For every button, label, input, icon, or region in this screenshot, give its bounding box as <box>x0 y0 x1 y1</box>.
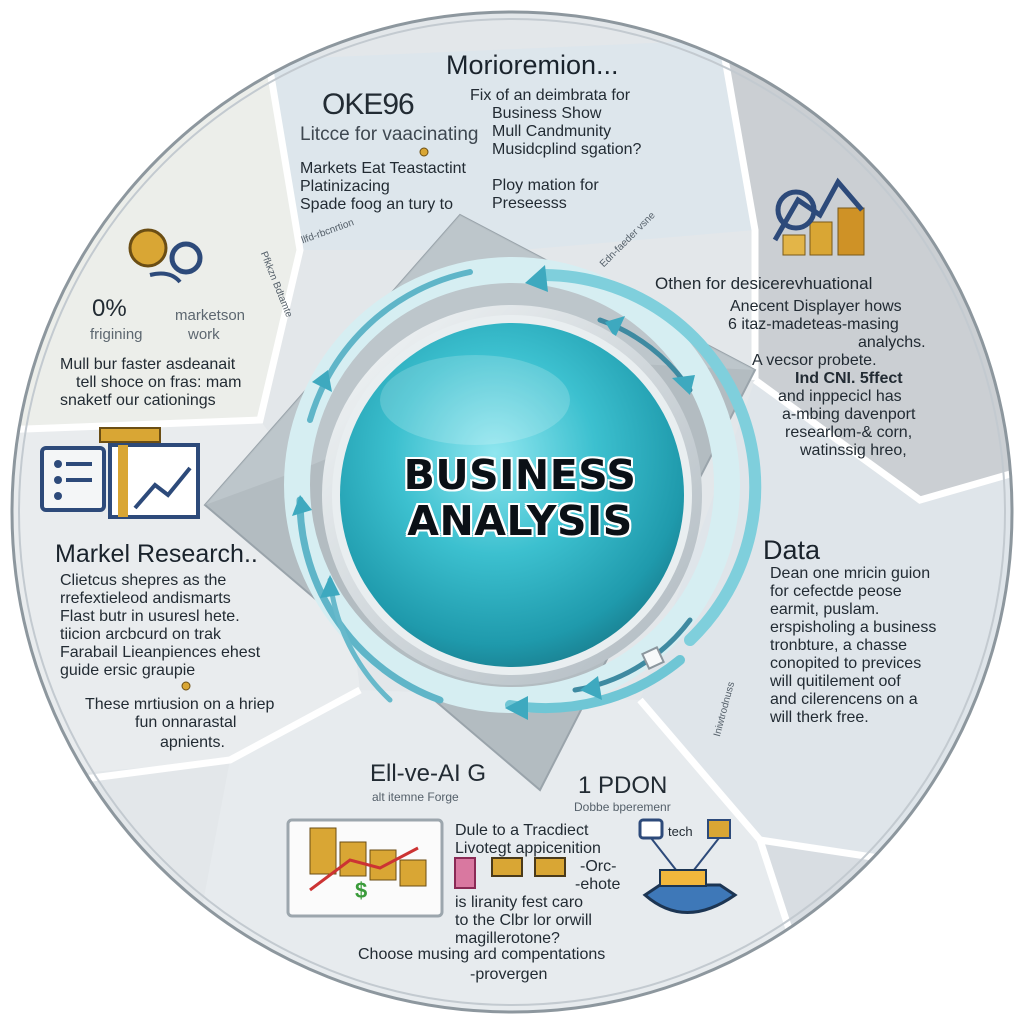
market-footer: fun onnarastal <box>135 714 237 731</box>
right-top-line: analychs. <box>858 334 926 351</box>
bottom-line: -ehote <box>575 876 621 893</box>
market-line: Clietcus shepres as the <box>60 572 227 589</box>
tech-label: tech <box>668 824 693 839</box>
left-percent: 0% <box>92 295 127 322</box>
svg-text:$: $ <box>355 878 367 903</box>
bullet-dot <box>419 147 429 157</box>
bottom-line: Livotegt appicenition <box>455 840 601 857</box>
right-top-line: and inppecicl has <box>778 388 902 405</box>
left-percent-label: frigining <box>90 326 143 343</box>
top-line: Preseesss <box>492 195 567 212</box>
top-line: Mull Candmunity <box>492 123 612 140</box>
market-line: rrefextieleod andismarts <box>60 590 231 607</box>
bottom-footer: -provergen <box>470 966 548 983</box>
center-title: BUSINESS ANALYSIS <box>380 452 660 544</box>
data-line: earmit, puslam. <box>770 601 880 618</box>
data-line: for cefectde peose <box>770 583 902 600</box>
left-bullet: tell shoce on fras: mam <box>76 374 242 391</box>
bottom-line: to the Clbr lor orwill <box>455 912 592 929</box>
bullet-dot <box>181 681 191 691</box>
data-line: tronbture, a chasse <box>770 637 907 654</box>
cups-icon <box>454 857 566 889</box>
center-ball <box>340 323 684 667</box>
data-line: erspisholing a business <box>770 619 937 636</box>
top-title: Morioremion... <box>446 50 619 80</box>
cycle-arrows <box>284 257 762 714</box>
top-subtitle-big: OKE96 <box>322 88 415 121</box>
right-top-line: a-mbing davenport <box>782 406 916 423</box>
market-line: tiicion arcbcurd on trak <box>60 626 221 643</box>
top-line: Ploy mation for <box>492 177 599 194</box>
top-left-line: Platinizacing <box>300 178 390 195</box>
bottom-line: is liranity fest caro <box>455 894 584 911</box>
right-top-line: Ind CNI. 5ffect <box>795 370 903 387</box>
right-top-line: 6 itaz-madeteas-masing <box>728 316 899 333</box>
tech-network-icon <box>638 818 738 914</box>
market-line: guide ersic graupie <box>60 662 196 679</box>
data-line: will quitilement oof <box>770 673 901 690</box>
top-left-line: Spade foog an tury to <box>300 196 453 213</box>
top-panel <box>265 40 755 250</box>
top-line: Fix of an deimbrata for <box>470 87 631 104</box>
market-title: Markel Research.. <box>55 540 258 568</box>
top-line: Musidcplind sgation? <box>492 141 642 158</box>
left-label: marketson <box>175 307 246 324</box>
clipboard-chart-icon <box>40 427 200 519</box>
market-line: Farabail Lieanpiences ehest <box>60 644 261 661</box>
bottom-right-panel <box>760 840 1012 1012</box>
bottom-left-subtitle: alt itemne Forge <box>372 790 459 804</box>
top-subtitle-small: Litcce for vaacinating <box>300 124 479 145</box>
left-bullet: snaketf our cationings <box>60 392 216 409</box>
right-top-line: researlom-& corn, <box>785 424 913 441</box>
bottom-footer: Choose musing ard compentations <box>358 946 606 963</box>
market-footer: These mrtiusion on a hriep <box>85 696 275 713</box>
market-line: Flast butr in usuresl hete. <box>60 608 240 625</box>
growth-gears-icon <box>128 228 203 284</box>
market-footer: apnients. <box>160 734 225 751</box>
bottom-right-title: 1 PDON <box>578 772 668 799</box>
bottom-line: Dule to a Tracdiect <box>455 822 589 839</box>
top-left-line: Markets Eat Teastactint <box>300 160 466 177</box>
center-title-line2: ANALYSIS <box>407 497 633 545</box>
right-top-title: Othen for desicerevhuational <box>655 274 873 293</box>
top-line: Business Show <box>492 105 602 122</box>
coins-chart-icon: $ <box>286 818 444 918</box>
center-title-line1: BUSINESS <box>403 451 637 499</box>
data-title: Data <box>763 535 821 565</box>
data-line: and cilerencens on a <box>770 691 918 708</box>
right-top-line: Anecent Displayer hows <box>730 298 902 315</box>
right-top-line: watinssig hreo, <box>800 442 907 459</box>
left-label: work <box>188 326 220 343</box>
outer-ring <box>10 10 1014 1014</box>
bottom-line: magillerotone? <box>455 930 560 947</box>
left-bullet: Mull bur faster asdeanait <box>60 356 236 373</box>
bottom-right-subtitle: Dobbe bperemenr <box>574 800 671 814</box>
bottom-line: -Orc- <box>580 858 617 875</box>
right-top-panel <box>720 40 1012 500</box>
arrow-heads <box>292 265 695 720</box>
data-line: Dean one mricin guion <box>770 565 931 582</box>
bar-chart-icon <box>772 177 865 256</box>
bottom-left-title: Ell-ve-AI G <box>370 760 487 787</box>
right-top-line: A vecsor probete. <box>752 352 877 369</box>
data-line: will therk free. <box>770 709 869 726</box>
data-line: conopited to previces <box>770 655 922 672</box>
